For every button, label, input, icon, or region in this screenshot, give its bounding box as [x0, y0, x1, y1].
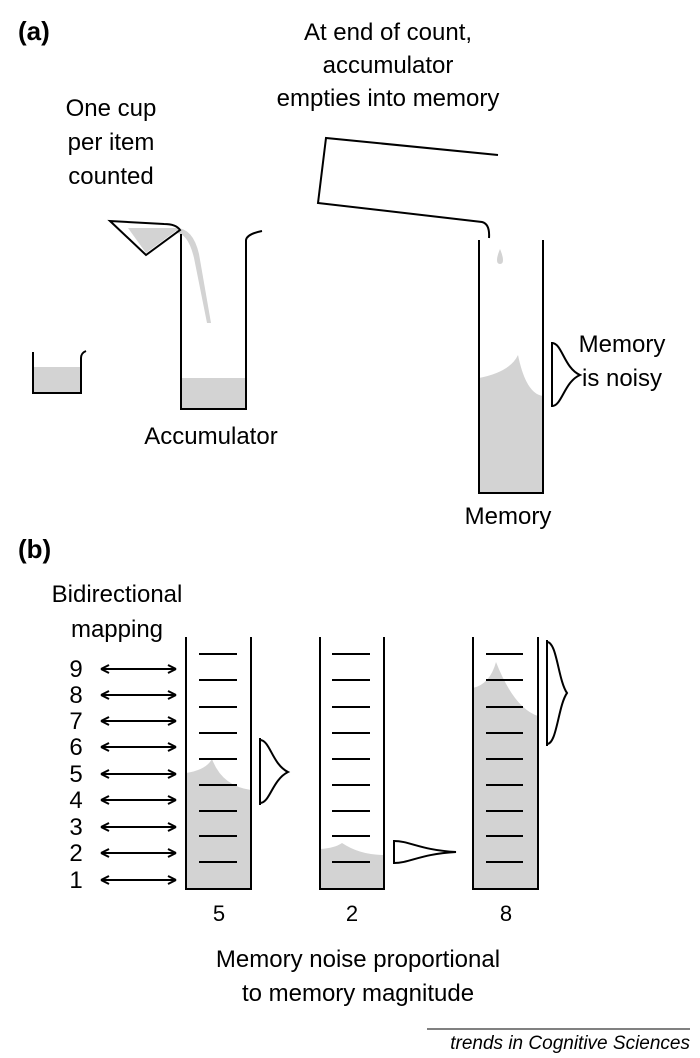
cup-caption-line-1: One cup: [66, 95, 157, 122]
mapping-caption-line-2: mapping: [71, 616, 163, 643]
memory-column-2: [319, 637, 385, 890]
pouring-cup-icon: [107, 219, 211, 323]
bottom-caption-line-1: Memory noise proportional: [216, 946, 500, 973]
arrow-3: [100, 822, 177, 832]
journal-credit: trends in Cognitive Sciences: [450, 1033, 690, 1054]
arrow-9: [100, 664, 177, 674]
memory-column-8: [472, 637, 539, 890]
arrow-5: [100, 769, 177, 779]
arrow-8: [100, 690, 177, 700]
arrow-6: [100, 742, 177, 752]
panel-b-label: (b): [18, 534, 51, 564]
panel-a-label: (a): [18, 16, 50, 46]
memory-container: [478, 240, 544, 494]
noise-caption-line-2: is noisy: [582, 365, 662, 392]
scale-number-2: 2: [69, 840, 82, 867]
scale-number-3: 3: [69, 814, 82, 841]
cup-caption-line-3: counted: [68, 163, 153, 190]
tilted-accumulator-icon: [316, 136, 503, 264]
noise-distribution-icon: [551, 342, 583, 407]
noise-distribution-8-icon: [546, 640, 569, 746]
arrow-2: [100, 848, 177, 858]
arrow-7: [100, 716, 177, 726]
noise-distribution-2-icon: [393, 840, 457, 864]
cup-caption-line-2: per item: [68, 129, 155, 156]
bottom-caption-line-2: to memory magnitude: [242, 980, 474, 1007]
scale-ticks: [486, 653, 523, 863]
column-value-5: 5: [213, 901, 225, 926]
arrow-1: [100, 875, 177, 885]
column-value-8: 8: [500, 901, 512, 926]
mapping-caption-line-1: Bidirectional: [52, 581, 183, 608]
scale-number-4: 4: [69, 787, 82, 814]
scale-ticks: [199, 653, 237, 863]
pour-caption-line-2: accumulator: [323, 52, 454, 79]
scale-number-7: 7: [69, 708, 82, 735]
arrow-4: [100, 795, 177, 805]
pour-caption-line-1: At end of count,: [304, 19, 472, 46]
scale-number-9: 9: [69, 656, 82, 683]
scale-number-8: 8: [69, 682, 82, 709]
small-cup-icon: [32, 350, 87, 394]
memory-column-5: [185, 637, 252, 890]
scale-ticks: [332, 653, 370, 863]
accumulator-container: [180, 230, 263, 410]
scale-number-6: 6: [69, 734, 82, 761]
bidirectional-arrows: [100, 664, 177, 885]
column-value-2: 2: [346, 901, 358, 926]
scale-number-5: 5: [69, 761, 82, 788]
number-scale: 9 8 7 6 5 4 3 2 1: [69, 656, 177, 894]
pour-caption-line-3: empties into memory: [277, 85, 500, 112]
memory-label: Memory: [465, 503, 552, 530]
accumulator-label: Accumulator: [144, 423, 277, 450]
noise-caption-line-1: Memory: [579, 331, 666, 358]
noise-distribution-5-icon: [259, 738, 291, 805]
scale-number-1: 1: [69, 867, 82, 894]
